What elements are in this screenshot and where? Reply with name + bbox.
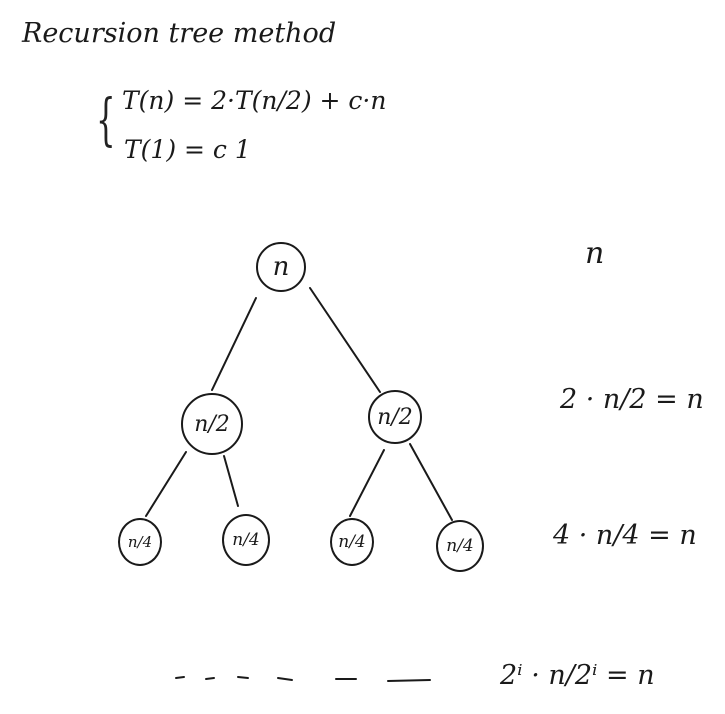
tree-node-level2-2: n/4 [222, 514, 270, 566]
tree-node-level2-4: n/4 [436, 520, 484, 572]
edge-l1b-l2d [409, 443, 453, 521]
diagram-title: Recursion tree method [22, 18, 337, 49]
tree-node-level2-1: n/4 [118, 518, 162, 566]
level-cost-1: 2 · n/2 = n [560, 384, 704, 415]
edge-root-right [309, 287, 381, 393]
recurrence-brace: { [96, 88, 116, 153]
tree-node-root: n [256, 242, 306, 292]
tree-node-level1-right: n/2 [368, 390, 422, 444]
tree-node-level1-left: n/2 [181, 393, 243, 455]
level-cost-0: n [585, 236, 605, 271]
edge-l1a-l2b [223, 455, 239, 507]
recurrence-line-2: T(1) = c 1 [124, 135, 251, 164]
level-cost-2: 4 · n/4 = n [553, 520, 697, 551]
edge-l1b-l2c [349, 449, 385, 517]
recurrence-line-1: T(n) = 2·T(n/2) + c·n [122, 86, 387, 115]
edge-l1a-l2a [145, 451, 187, 517]
tree-node-level2-3: n/4 [330, 518, 374, 566]
level-cost-i: 2ⁱ · n/2ⁱ = n [500, 660, 655, 691]
continuation-dashes [175, 676, 431, 682]
edge-root-left [211, 297, 257, 391]
